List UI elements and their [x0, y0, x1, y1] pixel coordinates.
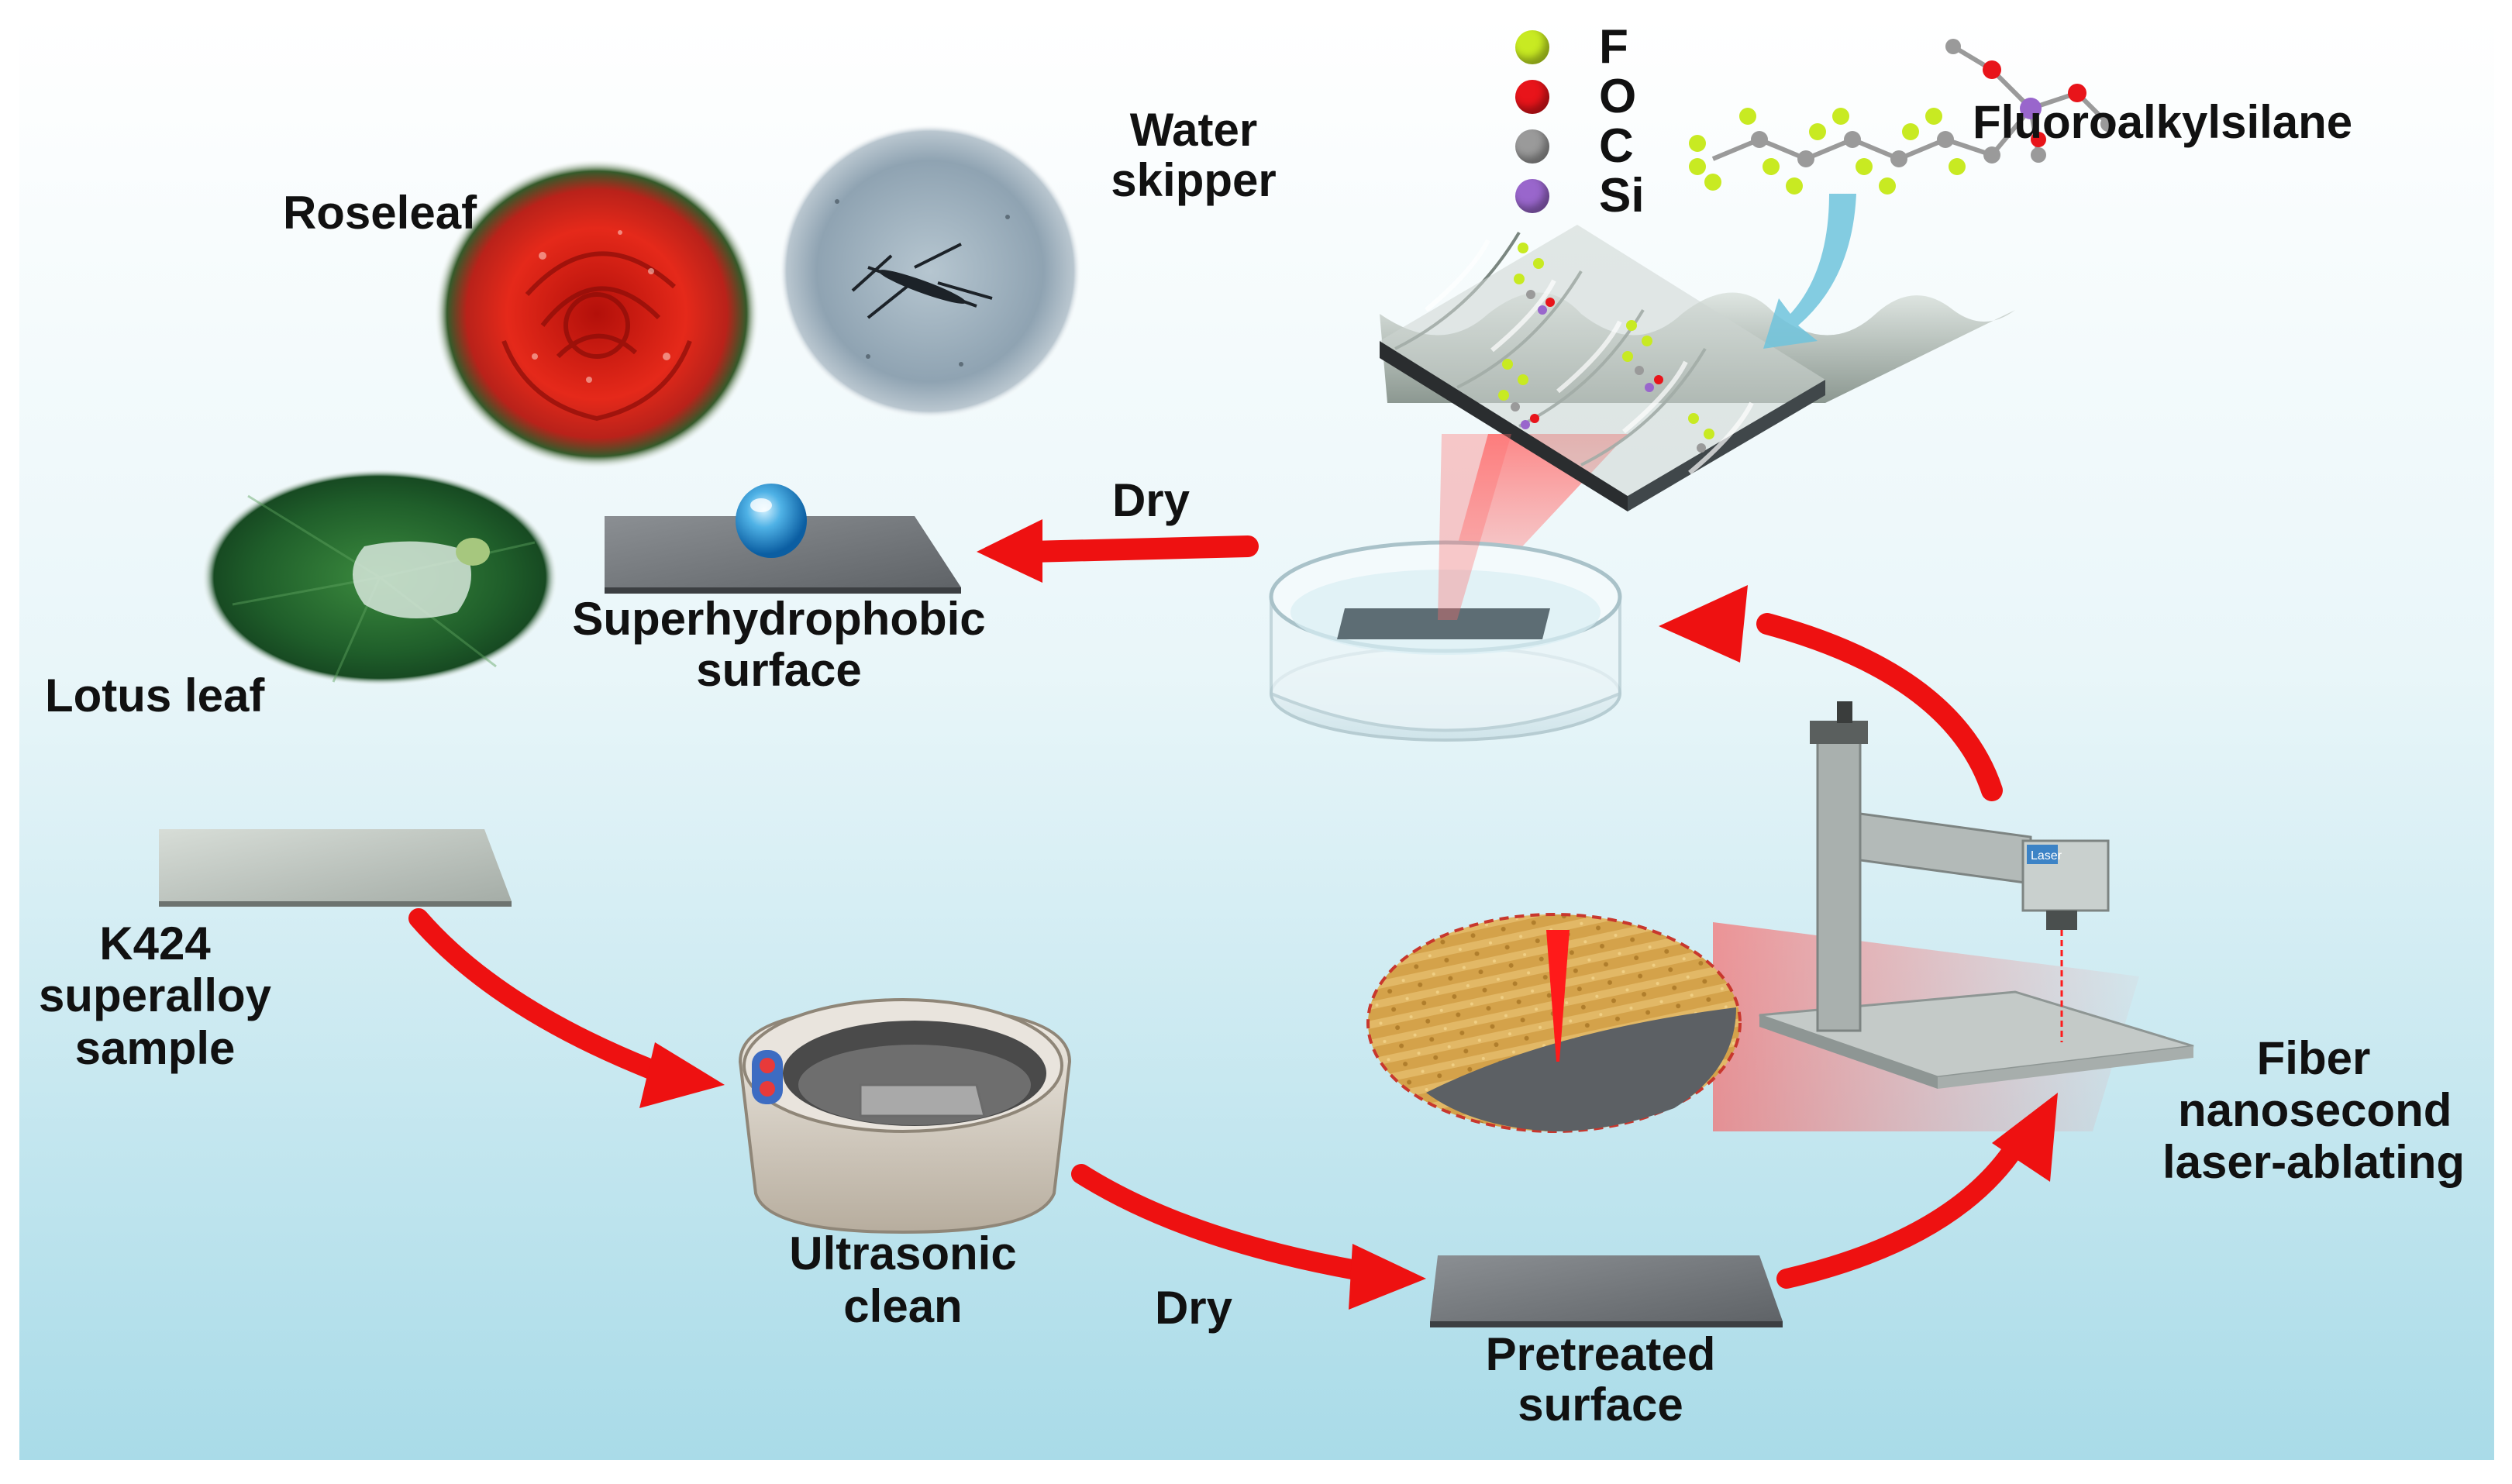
silicon-atom-icon — [1515, 179, 1549, 213]
label-k424-line3: sample — [74, 1022, 236, 1074]
legend-item-f: F — [1515, 23, 1628, 71]
arrow-sample-to-cleaner — [408, 908, 661, 1079]
water-skipper-image — [779, 124, 1081, 418]
k424-sample-plate — [159, 829, 512, 907]
arrowhead-to-dish — [1659, 585, 1748, 663]
label-roseleaf: Roseleaf — [282, 187, 477, 239]
label-k424-line1: K424 — [99, 918, 211, 969]
label-pretreated-line2: surface — [1518, 1379, 1683, 1431]
process-arrows — [408, 519, 2058, 1310]
fluorine-atom-icon — [1515, 30, 1549, 64]
label-lotus-leaf: Lotus leaf — [45, 670, 265, 721]
carbon-atom-icon — [1515, 129, 1549, 164]
oxygen-atom-icon — [1515, 80, 1549, 114]
label-water-skipper-line2: skipper — [1111, 154, 1277, 206]
label-water-skipper-line1: Water — [1129, 104, 1258, 156]
label-k424-line2: superalloy — [38, 969, 272, 1021]
roseleaf-image — [434, 159, 760, 469]
arrow-pretreated-to-laser — [1776, 1137, 2025, 1289]
laser-head-text: Laser — [2031, 849, 2062, 863]
blue-curved-arrow — [1763, 194, 1856, 349]
legend-label-o: O — [1599, 70, 1637, 123]
arrow-dry-to-superhydrophobic — [1020, 535, 1259, 563]
label-fiber-line1: Fiber — [2256, 1032, 2371, 1084]
pretreated-plate — [1430, 1255, 1783, 1327]
arrow-cleaner-to-pretreated — [1071, 1164, 1370, 1281]
fluoroalkylsilane-molecule — [1689, 39, 2116, 195]
arrowhead-to-pretreated — [1349, 1244, 1426, 1310]
background-panel — [19, 17, 2494, 1460]
legend-label-si: Si — [1599, 169, 1645, 222]
laser-machine: Laser — [1759, 701, 2194, 1089]
petri-dish — [1269, 434, 1622, 742]
arrow-laser-to-dish — [1756, 613, 2003, 801]
atom-legend-list: F O C Si — [1515, 23, 1686, 220]
ultrasonic-cleaner — [738, 998, 1072, 1234]
legend-label-f: F — [1599, 20, 1628, 74]
label-pretreated-line1: Pretreated — [1485, 1328, 1716, 1380]
lotus-leaf-image — [202, 469, 558, 686]
label-ultrasonic-line1: Ultrasonic — [789, 1227, 1017, 1279]
surface-molecules — [1498, 243, 1714, 453]
label-fluoroalkylsilane: Fluoroalkylsilane — [1973, 96, 2353, 148]
label-ultrasonic-line2: clean — [843, 1280, 963, 1332]
legend-item-o: O — [1515, 73, 1636, 121]
arrowhead-to-laser — [1992, 1093, 2058, 1182]
wavy-surface-block — [1380, 225, 2015, 616]
label-fiber-line2: nanosecond — [2178, 1084, 2452, 1136]
legend-label-c: C — [1599, 119, 1634, 173]
label-fiber-line3: laser-ablating — [2162, 1136, 2465, 1188]
label-dry-top: Dry — [1111, 474, 1191, 526]
label-superhydrophobic-line1: Superhydrophobic — [572, 593, 986, 645]
label-dry-bottom: Dry — [1154, 1282, 1233, 1334]
legend-item-c: C — [1515, 122, 1634, 170]
arrowhead-to-cleaner — [639, 1042, 725, 1108]
legend-item-si: Si — [1515, 172, 1645, 220]
arrowhead-dry-top — [977, 519, 1042, 583]
label-superhydrophobic-line2: surface — [696, 644, 862, 696]
superhydrophobic-plate — [605, 484, 961, 594]
